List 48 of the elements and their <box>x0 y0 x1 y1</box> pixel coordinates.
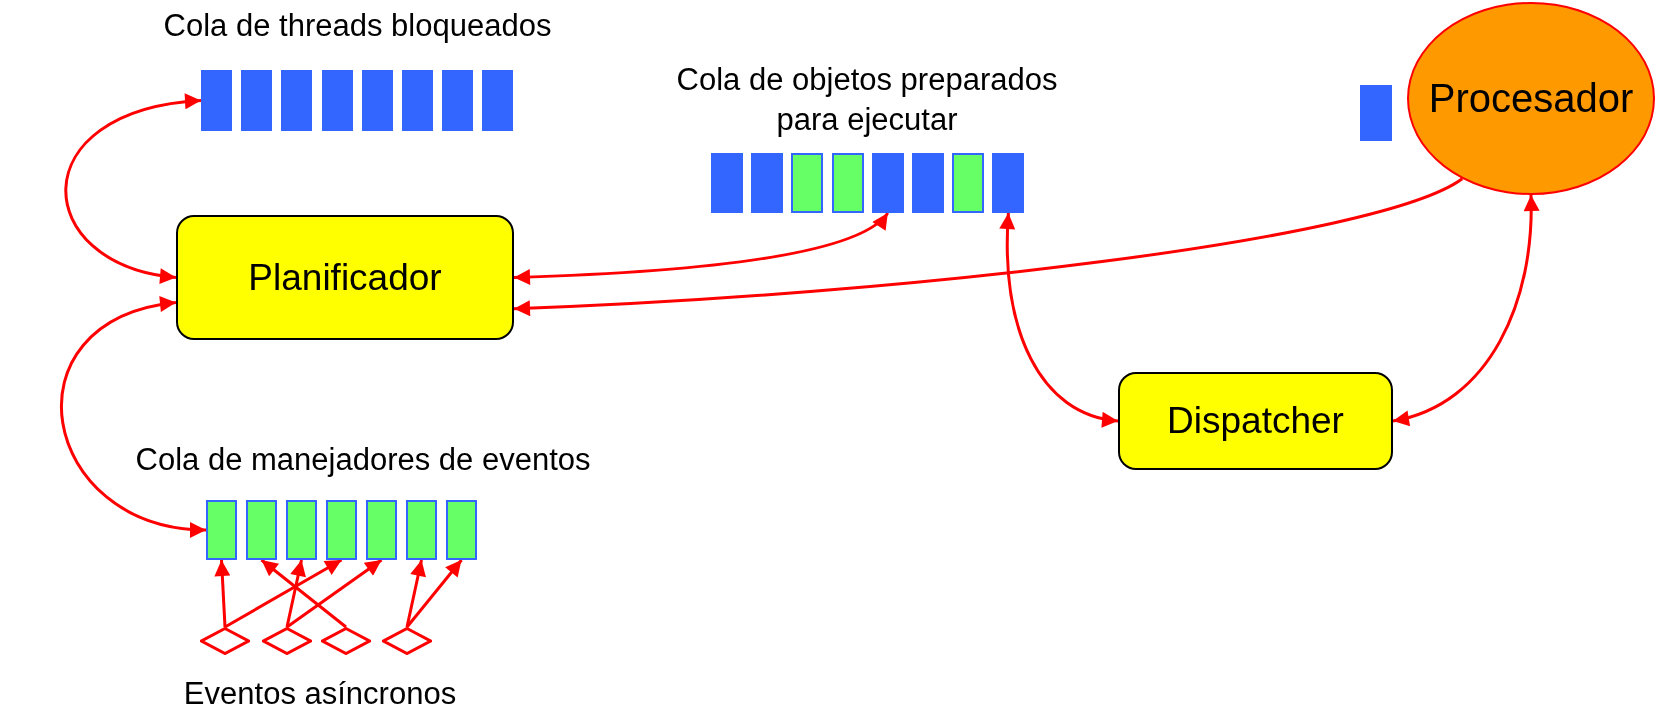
queue-slot <box>831 153 864 213</box>
event-diamond <box>262 627 312 655</box>
curved-arrow <box>1392 195 1539 425</box>
queue-slot <box>281 70 313 131</box>
queue-slot <box>791 153 824 213</box>
curved-arrow <box>999 212 1119 427</box>
event-diamond <box>321 627 371 655</box>
queue-slot <box>952 153 985 213</box>
event-diamond <box>200 627 250 655</box>
queue-heading: Cola de threads bloqueados <box>162 7 553 45</box>
queue-slot <box>241 70 273 131</box>
queue-slot <box>366 500 397 560</box>
processor-ellipse: Procesador <box>1407 2 1655 195</box>
event-diamond <box>382 627 432 655</box>
queue-slot <box>326 500 357 560</box>
group-label: Eventos asíncronos <box>183 676 457 711</box>
arrow <box>224 558 343 629</box>
queue-slot <box>446 500 477 560</box>
queue-slot <box>321 70 353 131</box>
queue-slot <box>442 70 474 131</box>
arrow <box>214 559 231 628</box>
arrow <box>286 558 383 629</box>
queue-slot <box>482 70 514 131</box>
curved-arrow <box>64 94 202 283</box>
queue-slot <box>201 70 232 131</box>
queue-slot <box>992 153 1025 213</box>
queue-heading: Cola de manejadores de eventos <box>134 441 592 479</box>
queue-slot <box>206 500 237 560</box>
arrow <box>260 558 347 629</box>
queue-slot <box>406 500 437 560</box>
queue-heading: Cola de objetos preparados para ejecutar <box>675 61 1059 140</box>
curved-arrow <box>60 297 207 537</box>
queue-slot <box>1360 85 1392 141</box>
arrow <box>405 559 463 628</box>
queue-slot <box>246 500 277 560</box>
queue-slot <box>711 153 743 213</box>
arrow <box>285 559 306 628</box>
queue-slot <box>361 70 393 131</box>
queue-slot <box>871 153 904 213</box>
process-box: Dispatcher <box>1118 372 1393 470</box>
queue-slot <box>286 500 317 560</box>
queue-slot <box>402 70 433 131</box>
queue-slot <box>912 153 944 213</box>
process-box: Planificador <box>176 215 514 340</box>
arrow <box>405 559 426 628</box>
queue-slot <box>751 153 784 213</box>
curved-arrow <box>513 211 889 285</box>
curved-arrow <box>513 177 1463 317</box>
